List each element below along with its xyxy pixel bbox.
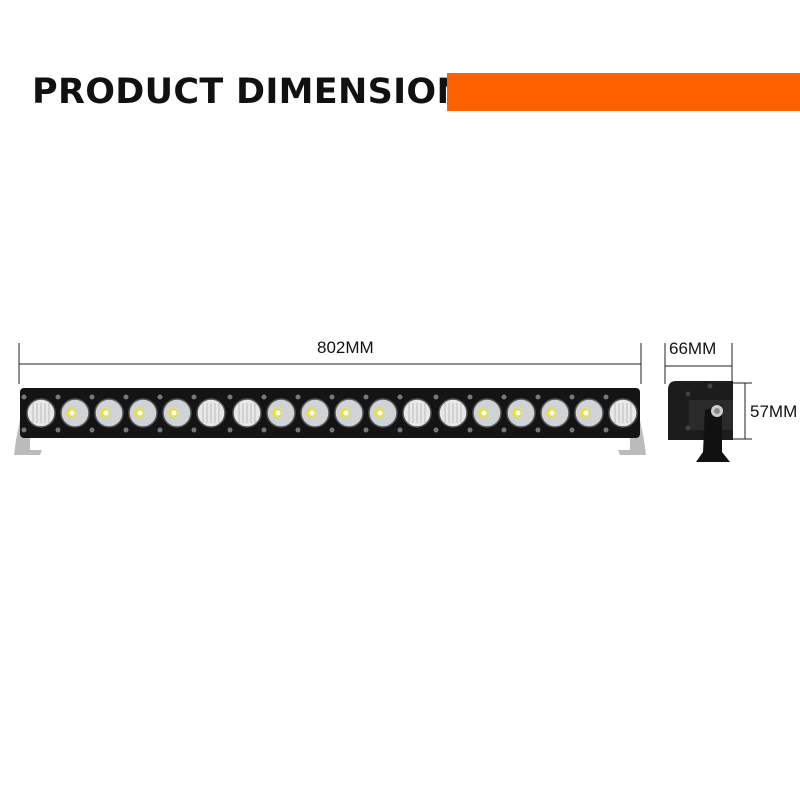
screw: [535, 427, 541, 433]
screw: [397, 427, 403, 433]
screw: [501, 394, 507, 400]
screw: [397, 394, 403, 400]
screw: [227, 427, 233, 433]
screw: [21, 427, 27, 433]
screw: [569, 394, 575, 400]
screw: [569, 427, 575, 433]
screw: [467, 427, 473, 433]
height-dimension-line: [733, 382, 752, 440]
screw: [501, 427, 507, 433]
screw: [329, 394, 335, 400]
width-label: 66MM: [669, 339, 717, 358]
screw: [191, 427, 197, 433]
width-dimension-line: [664, 343, 733, 384]
screw: [123, 394, 129, 400]
screw: [363, 427, 369, 433]
screw: [89, 427, 95, 433]
screw: [535, 394, 541, 400]
screw: [55, 394, 61, 400]
screw: [329, 427, 335, 433]
screw: [603, 427, 609, 433]
accent-bar: [447, 73, 800, 111]
screw: [227, 394, 233, 400]
light-bar-side-view: [668, 381, 733, 462]
screw: [157, 394, 163, 400]
height-label: 57MM: [750, 402, 798, 421]
screw: [157, 427, 163, 433]
screw: [433, 394, 439, 400]
screw: [467, 394, 473, 400]
screw: [363, 394, 369, 400]
screw: [261, 427, 267, 433]
screw: [55, 427, 61, 433]
screw: [261, 394, 267, 400]
length-dimension-line: [18, 343, 642, 384]
page-title: PRODUCT DIMENSION: [32, 72, 467, 112]
screw: [603, 394, 609, 400]
screw: [89, 394, 95, 400]
screw: [295, 427, 301, 433]
length-label: 802MM: [317, 338, 374, 357]
screw: [123, 427, 129, 433]
screw: [295, 394, 301, 400]
light-bar-front-view: [14, 388, 646, 455]
screw: [433, 427, 439, 433]
screw: [191, 394, 197, 400]
screw: [21, 394, 27, 400]
